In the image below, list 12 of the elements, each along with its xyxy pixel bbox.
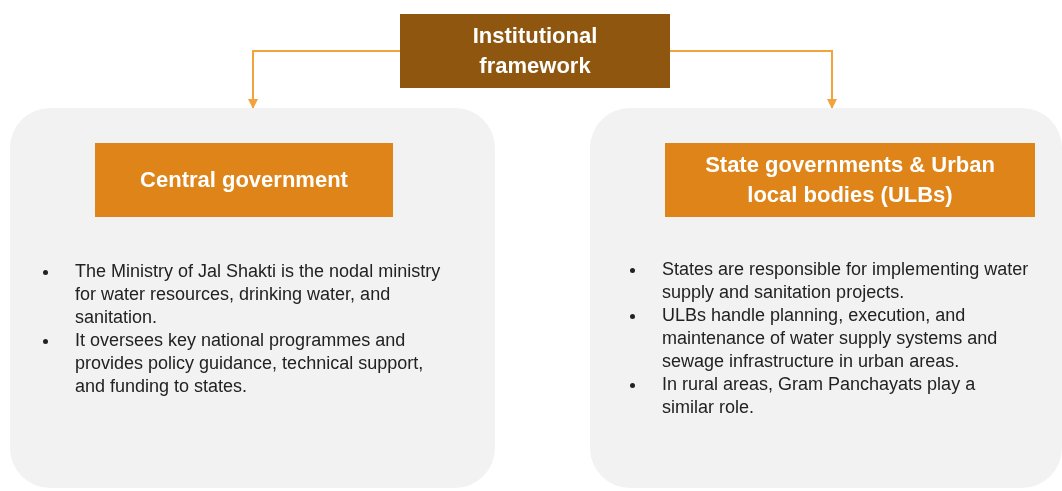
bullet-text: It oversees key national programmes and provides policy guidance, technical support, and funding to states. bbox=[75, 329, 425, 398]
connector-arrow bbox=[248, 50, 401, 109]
bullet-text: ULBs handle planning, execution, and maintenance of water supply systems and sewage infrastructure in urban areas. bbox=[662, 304, 999, 373]
panel-card bbox=[590, 108, 1062, 488]
title-box: Institutional framework bbox=[400, 14, 670, 88]
bullet-text: In rural areas, Gram Panchayats play a similar role. bbox=[662, 373, 977, 419]
header-box: State governments & Urban local bodies (ULBs) bbox=[665, 143, 1035, 217]
bullet-text: The Ministry of Jal Shakti is the nodal ministry for water resources, drinking water, and sanitation. bbox=[75, 260, 442, 329]
header-box: Central government bbox=[95, 143, 393, 217]
bullet-text: States are responsible for implementing water supply and sanitation projects. bbox=[662, 258, 1030, 304]
connector-arrow bbox=[669, 50, 837, 109]
panel-card bbox=[10, 108, 495, 488]
